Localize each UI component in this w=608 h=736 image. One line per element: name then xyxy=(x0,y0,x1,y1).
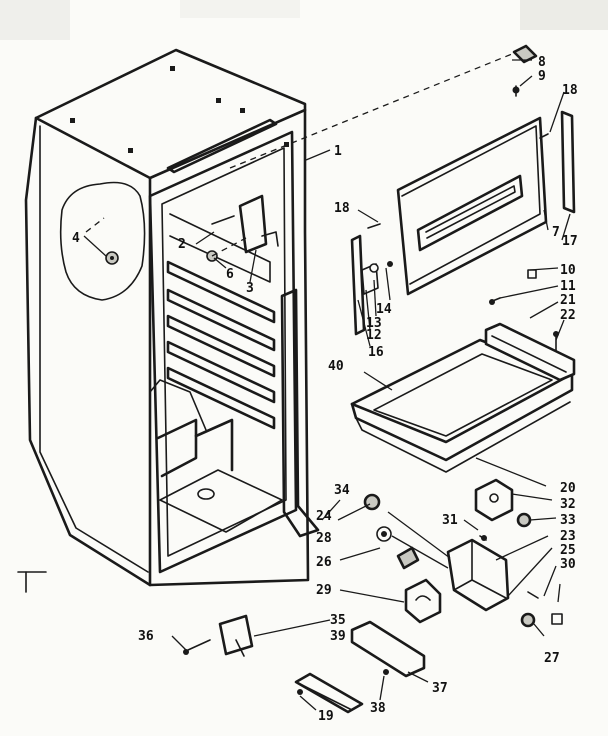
part-label-14: 14 xyxy=(376,302,392,317)
part-label-11: 11 xyxy=(560,279,576,294)
part-label-27: 27 xyxy=(544,651,560,666)
part-label-4: 4 xyxy=(72,231,80,246)
part-label-37: 37 xyxy=(432,681,448,696)
nut-27-30 xyxy=(479,535,563,628)
cabinet-shell xyxy=(24,48,320,587)
part-labels: 1 2 3 4 6 7 8 9 10 11 12 13 14 16 17 18 … xyxy=(72,55,578,724)
part-label-22: 22 xyxy=(560,308,576,323)
control-knob-33 xyxy=(516,512,532,528)
part-label-18a: 18 xyxy=(562,83,578,98)
part-label-10: 10 xyxy=(560,263,576,278)
part-label-6: 6 xyxy=(226,267,234,282)
part-label-26: 26 xyxy=(316,555,332,570)
control-leadline-a xyxy=(387,511,451,559)
part-label-3: 3 xyxy=(246,281,254,296)
corner-mark xyxy=(17,571,47,593)
part-label-39: 39 xyxy=(330,629,346,644)
part-label-21: 21 xyxy=(560,293,576,308)
bottom-strip-39 xyxy=(294,672,364,714)
upper-bracket-parts xyxy=(206,194,279,262)
bracket-26 xyxy=(396,546,420,570)
hinge-guide-line xyxy=(229,53,513,169)
part-label-34: 34 xyxy=(334,483,350,498)
part-label-32: 32 xyxy=(560,497,576,512)
part-label-40: 40 xyxy=(328,359,344,374)
knob-24-28 xyxy=(363,493,392,542)
bottom-bracket-35 xyxy=(183,614,254,657)
leader-lines xyxy=(83,59,571,711)
part-label-24: 24 xyxy=(316,509,332,524)
part-label-12: 12 xyxy=(366,328,382,343)
part-label-13: 13 xyxy=(366,316,382,331)
part-label-30: 30 xyxy=(560,557,576,572)
control-housing xyxy=(446,538,510,612)
part-label-35: 35 xyxy=(330,613,346,628)
part-label-16: 16 xyxy=(368,345,384,360)
part-label-23: 23 xyxy=(560,529,576,544)
part-label-8: 8 xyxy=(538,55,546,70)
part-label-20: 20 xyxy=(560,481,576,496)
part-label-2: 2 xyxy=(178,237,186,252)
part-label-31: 31 xyxy=(442,513,458,528)
part-label-25: 25 xyxy=(560,543,576,558)
part-label-1: 1 xyxy=(334,144,342,159)
control-leadline-b xyxy=(391,535,449,569)
shelf-rail xyxy=(484,322,576,382)
paper-speckle xyxy=(0,0,608,40)
part-label-28: 28 xyxy=(316,531,332,546)
hinge-assembly xyxy=(512,44,538,97)
part-label-18b: 18 xyxy=(334,201,350,216)
freezer-door xyxy=(396,116,548,296)
door-side-strip xyxy=(560,110,576,214)
shelf-pan xyxy=(350,338,574,473)
part-label-7: 7 xyxy=(552,225,560,240)
thermostat-block xyxy=(474,478,514,522)
part-label-38: 38 xyxy=(370,701,386,716)
block-29 xyxy=(404,578,442,624)
part-label-19: 19 xyxy=(318,709,334,724)
part-label-29: 29 xyxy=(316,583,332,598)
part-label-33: 33 xyxy=(560,513,576,528)
side-screw xyxy=(105,251,119,265)
part-label-9: 9 xyxy=(538,69,546,84)
part-label-36: 36 xyxy=(138,629,154,644)
part-label-17: 17 xyxy=(562,234,578,249)
bottom-rail-37 xyxy=(350,620,426,678)
